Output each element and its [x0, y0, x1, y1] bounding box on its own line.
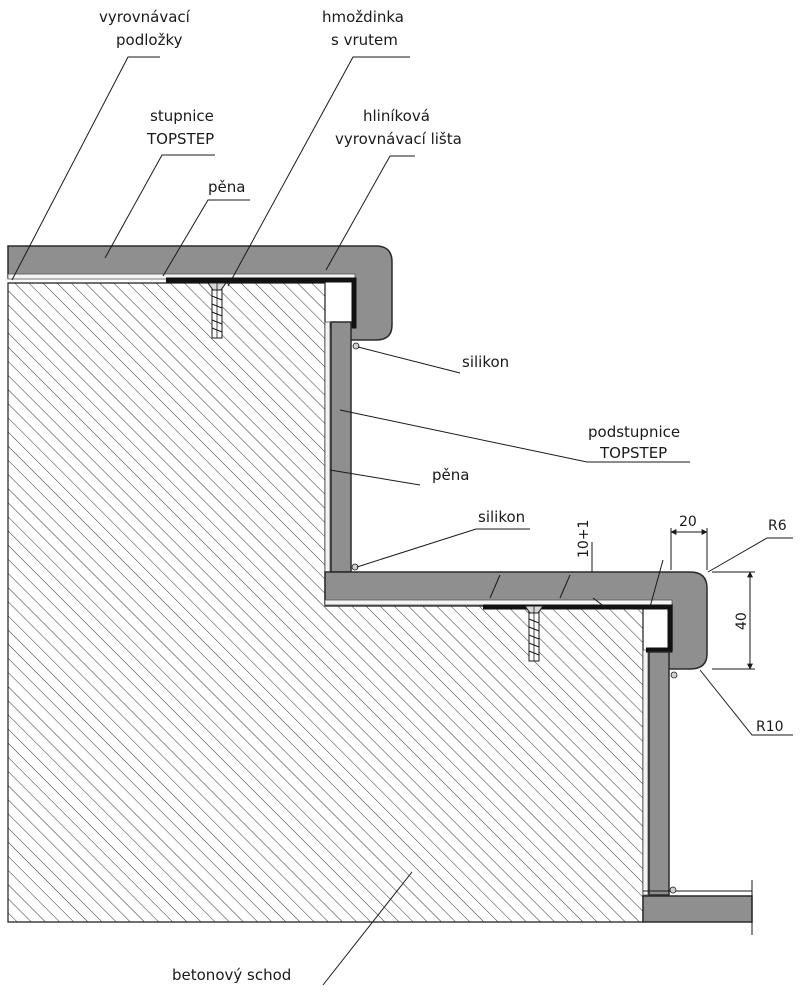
- leader-hmozdinka: [227, 56, 410, 287]
- label-pena-mid: pěna: [432, 466, 469, 484]
- leader-pena-top: [162, 199, 250, 277]
- label-betonovy-schod: betonový schod: [172, 966, 291, 984]
- leader-r10: [699, 669, 793, 736]
- silicone-bead-upper: [352, 342, 360, 350]
- silicone-bead-floor: [669, 886, 677, 894]
- dim-text-overhang: 20: [679, 514, 697, 530]
- leader-silikon-lower: [356, 528, 530, 568]
- upper-riser-foam: [324, 321, 331, 573]
- label-hmozdinka-line1: hmoždinka: [322, 8, 404, 26]
- leader-stupnice: [104, 154, 215, 259]
- floor-panel: [642, 895, 753, 923]
- dim-text-thickness: 40: [734, 612, 750, 630]
- dim-text-r10: R10: [756, 719, 784, 735]
- leader-r6: [707, 537, 793, 573]
- leader-silikon-upper: [357, 346, 461, 374]
- label-stupnice-line1: stupnice: [150, 107, 214, 125]
- leader-hlinikova: [325, 155, 415, 271]
- dimension-thickness: [712, 571, 755, 670]
- label-podstupnice-line2: TOPSTEP: [599, 444, 667, 462]
- leader-lines: [11, 56, 690, 986]
- lower-dowel-screw: [524, 605, 544, 662]
- leader-betonovy: [322, 871, 413, 986]
- lower-aluminium-rail: [483, 604, 673, 653]
- label-silikon-lower: silikon: [478, 508, 525, 526]
- label-hlinikova-line2: vyrovnávací lišta: [335, 130, 462, 148]
- lower-riser-panel: [648, 651, 670, 896]
- leader-vyrovnavaci: [11, 56, 160, 281]
- label-vyrovnavaci-line2: podložky: [116, 31, 183, 49]
- label-stupnice-line2: TOPSTEP: [146, 130, 214, 148]
- label-hmozdinka-line2: s vrutem: [331, 31, 398, 49]
- label-hlinikova-line1: hliníková: [363, 107, 430, 125]
- silicone-bead-lower: [670, 671, 678, 679]
- leader-pena-mid: [329, 469, 421, 486]
- lower-foam-layer: [324, 599, 673, 606]
- label-pena-top: pěna: [208, 178, 245, 196]
- label-podstupnice-line1: podstupnice: [588, 423, 680, 441]
- leader-podstupnice: [339, 409, 690, 463]
- dim-text-r6: R6: [768, 518, 787, 534]
- label-silikon-upper: silikon: [462, 353, 509, 371]
- dim-text-gap: 10+1: [576, 520, 592, 558]
- upper-dowel-screw: [207, 282, 227, 339]
- lower-riser-foam: [642, 649, 649, 896]
- label-vyrovnavaci-line1: vyrovnávací: [99, 8, 191, 26]
- upper-riser-panel: [330, 321, 352, 573]
- dimension-overhang: [670, 528, 708, 570]
- radius-leaders: [699, 537, 793, 736]
